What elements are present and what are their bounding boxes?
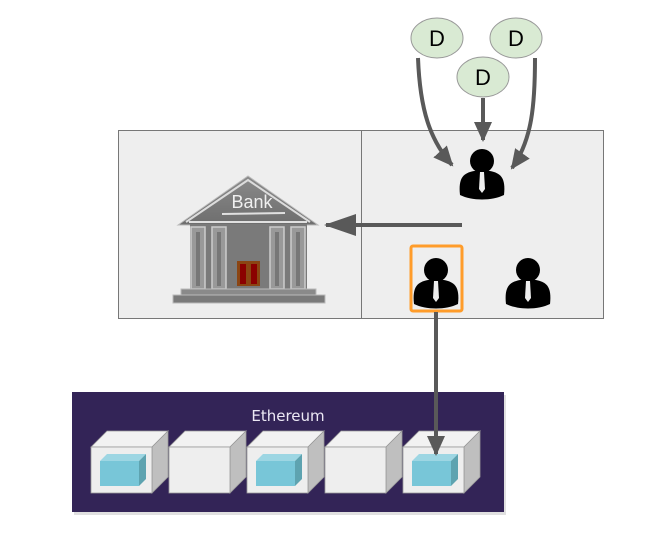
delegate-node: D [489,17,543,59]
block [168,430,247,494]
chain-title: Ethereum [251,407,324,425]
block-list [90,430,481,494]
delegate-node: D [456,56,510,98]
block [402,430,481,494]
highlight-box [409,244,464,313]
delegate-label: D [475,65,491,90]
delegate-label: D [429,26,445,51]
delegate-node: D [410,17,464,59]
block [90,430,169,494]
transaction-cube [100,454,146,486]
bank-icon: Bank [172,175,326,304]
arrow-delegate-left [416,57,454,167]
bank-label: Bank [231,192,273,212]
transaction-cube [256,454,302,486]
block [324,430,403,494]
arrow-delegate-right [510,57,537,170]
delegate-label: D [508,26,524,51]
block [246,430,325,494]
transaction-cube [412,454,458,486]
